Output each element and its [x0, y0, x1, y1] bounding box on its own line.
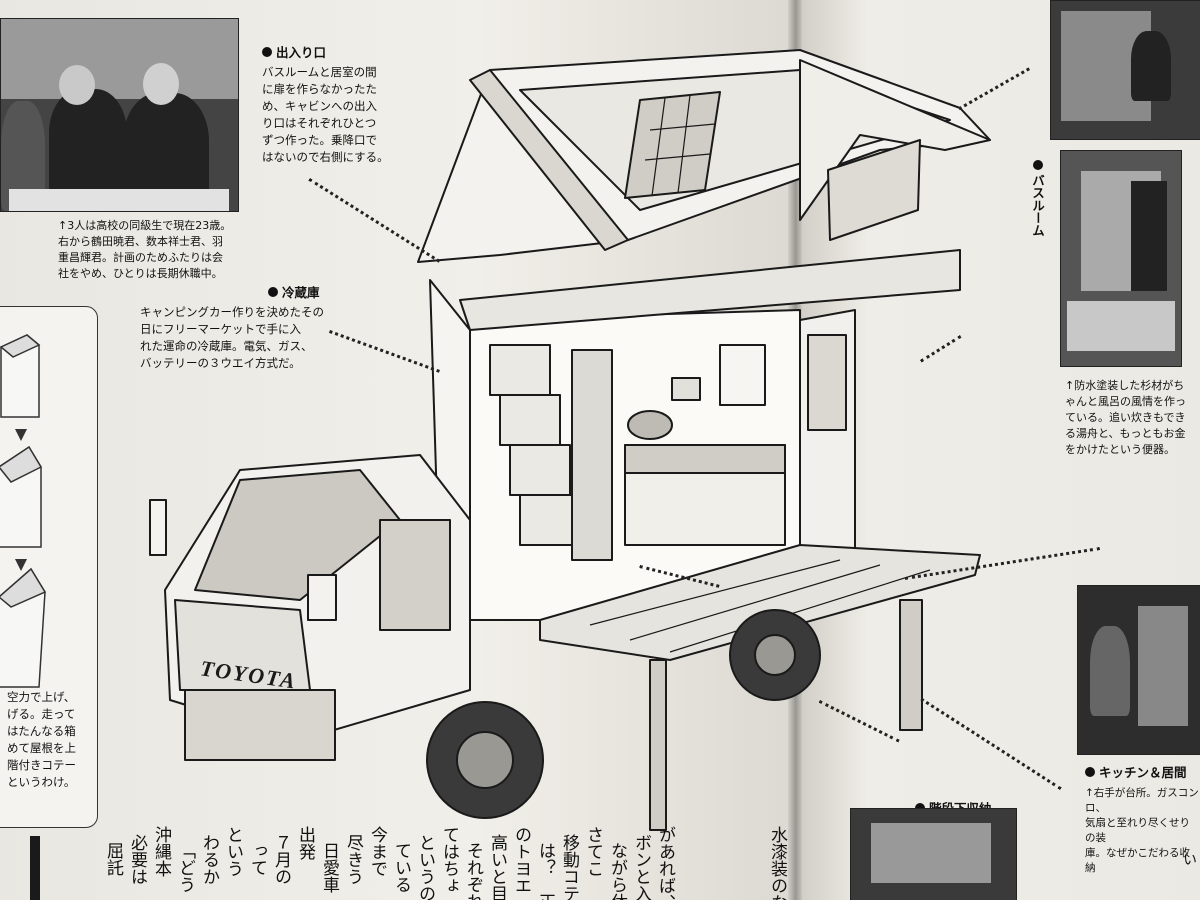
group-photo: [0, 18, 239, 212]
article-column: ている: [391, 842, 411, 893]
bathroom-heading: バスルーム: [1028, 160, 1047, 237]
fridge-text: キャンピングカー作りを決めたその 日にフリーマーケットで手に入 れた運命の冷蔵庫…: [140, 305, 324, 370]
bullet-icon: [1085, 766, 1095, 777]
bullet-icon: [915, 802, 925, 813]
article-column: って: [247, 842, 267, 876]
entrance-heading: 出入り口: [262, 42, 326, 61]
bathroom-photo: [1060, 150, 1182, 367]
entrance-text: バスルームと居室の間 に扉を作らなかったた め、キャビンへの出入 り口はそれぞれ…: [262, 65, 389, 164]
article-column: 屈託: [103, 842, 123, 876]
article-column: 今まで: [367, 826, 387, 877]
article-column: というの: [415, 834, 435, 900]
bullet-icon: [268, 286, 278, 297]
bathroom-caption: ↑防水塗装した杉材がち ゃんと風呂の風情を作っ ている。追い炊きもでき る湯舟と…: [1065, 379, 1186, 456]
side-box-text: 空力で上げ、 げる。走って はたんなる箱 めて屋根を上 階付きコテー というわけ…: [7, 690, 76, 789]
article-column: わるか: [199, 834, 219, 885]
workshop-photo: [1050, 0, 1200, 140]
article-column: という: [223, 826, 243, 877]
article-column: 出発: [295, 826, 315, 860]
article-column: ボンと入: [631, 834, 651, 900]
article-column: は？ 正: [535, 842, 555, 900]
right-article-vertical-text: い: [1181, 852, 1197, 866]
bullet-icon: [262, 46, 272, 57]
kitchen-caption: ↑右手が台所。ガスコンロ、 気扇と至れり尽くせりの装 庫。なぜかこだわる收納: [1085, 787, 1199, 874]
article-column: 必要は: [127, 834, 147, 885]
article-column: てはちょ: [439, 826, 459, 894]
article-column: ながら休: [607, 842, 627, 900]
article-column: 「どう: [175, 842, 195, 893]
article-column: さてこ: [583, 826, 603, 877]
article-column: 尽きう: [343, 834, 363, 885]
side-explainer-box: 空力で上げ、 げる。走って はたんなる箱 めて屋根を上 階付きコテー というわけ…: [0, 306, 98, 828]
article-column: ７月の: [271, 834, 291, 885]
page-edge-bar: [30, 836, 40, 900]
roof-steps-diagram: [0, 334, 47, 688]
article-column: 日愛車: [319, 842, 339, 893]
bullet-icon: [1032, 160, 1043, 170]
article-vertical-text: 水漆装のな: [767, 826, 787, 900]
kitchen-heading: キッチン＆居間: [1085, 762, 1187, 781]
article-column: それぞれ: [463, 842, 483, 900]
article-column: 沖縄本: [151, 826, 171, 877]
fridge-heading: 冷蔵庫: [268, 282, 320, 301]
photo-caption: ↑3人は高校の同級生で現在23歳。 右から鶴田暁君、数本祥士君、羽 重昌輝君。計…: [58, 219, 232, 280]
article-column: 高いと目: [487, 834, 507, 900]
article-column: 移動コテ: [559, 834, 579, 900]
kitchen-photo: [1077, 585, 1200, 755]
storage-photo: [850, 808, 1017, 900]
article-column: のトヨエ: [511, 826, 531, 894]
article-column: があれば、: [655, 826, 675, 900]
